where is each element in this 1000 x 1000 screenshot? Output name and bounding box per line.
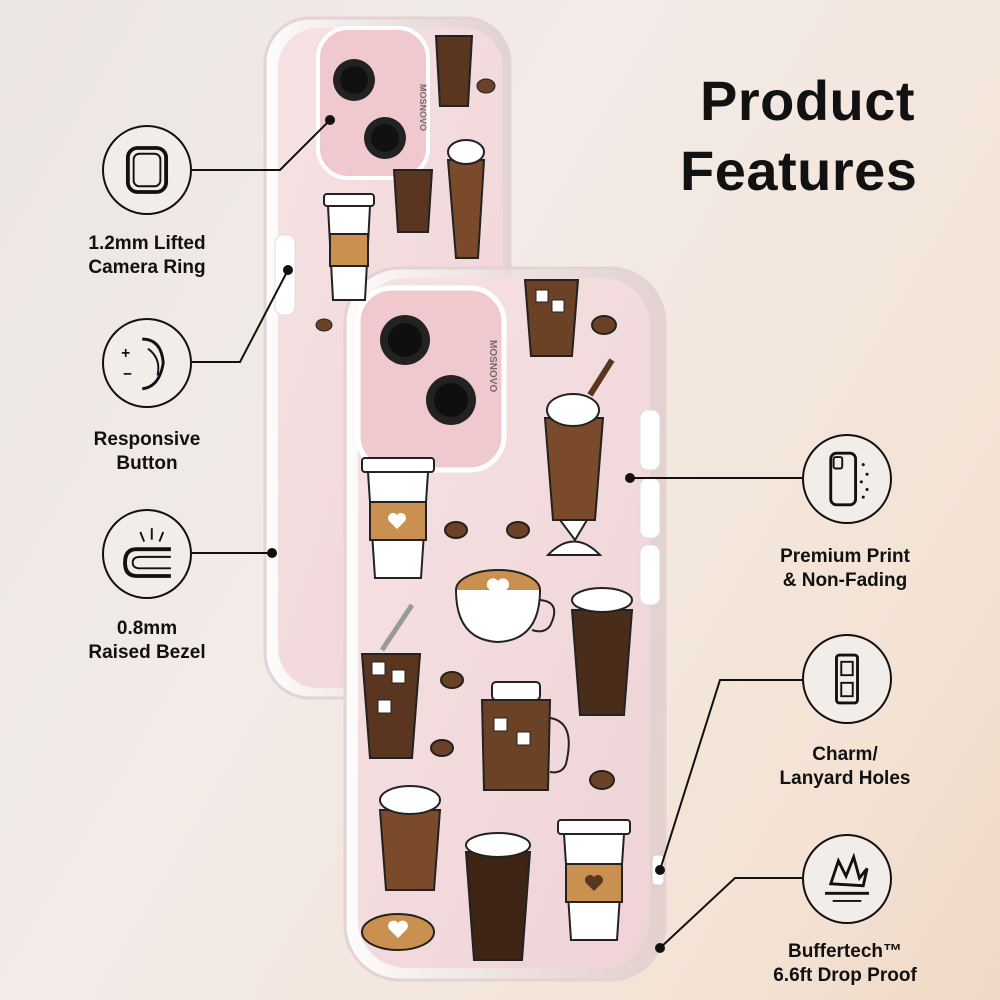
title-line-1: Product bbox=[700, 69, 916, 132]
leader-lines bbox=[192, 119, 802, 949]
coffee-pattern bbox=[360, 279, 634, 961]
feature-label-camera-ring: 1.2mm Lifted Camera Ring bbox=[88, 233, 206, 278]
title-line-2: Features bbox=[680, 139, 918, 202]
lanyard-hole-icon bbox=[802, 634, 892, 724]
rear-coffee-pattern bbox=[315, 35, 496, 332]
rear-brand-mark: MOSNOVO bbox=[418, 84, 428, 131]
feature-label-lanyard-holes: Charm/ Lanyard Holes bbox=[779, 744, 911, 789]
phone-print-icon bbox=[802, 434, 892, 524]
raised-bezel-icon bbox=[102, 509, 192, 599]
feature-label-drop-proof: Buffertech™ 6.6ft Drop Proof bbox=[773, 941, 917, 986]
feature-label-responsive-button: Responsive Button bbox=[93, 429, 201, 474]
page-title: Product Features bbox=[680, 66, 980, 206]
svg-text:+: + bbox=[121, 345, 130, 362]
front-brand-mark: MOSNOVO bbox=[487, 340, 498, 392]
shock-absorb-icon bbox=[802, 834, 892, 924]
camera-ring-icon bbox=[102, 125, 192, 215]
button-press-icon: +− bbox=[102, 318, 192, 408]
feature-label-raised-bezel: 0.8mm Raised Bezel bbox=[88, 618, 206, 663]
svg-text:−: − bbox=[123, 366, 132, 383]
feature-label-premium-print: Premium Print & Non-Fading bbox=[780, 546, 910, 591]
